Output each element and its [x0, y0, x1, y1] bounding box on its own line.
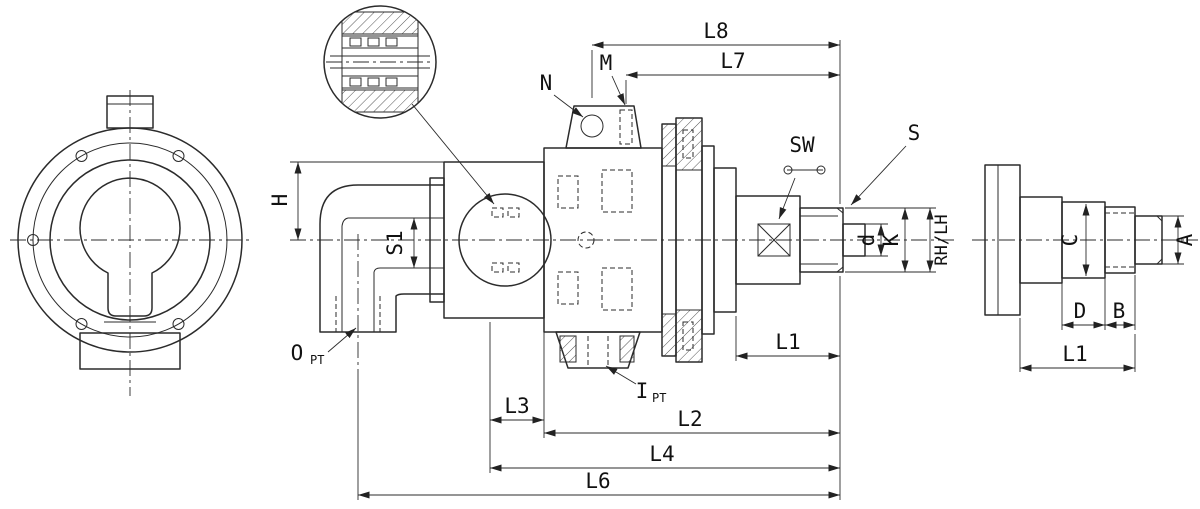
bolt-holes — [27, 150, 185, 330]
callout-O-PT: O PT — [291, 327, 357, 367]
label-L2: L2 — [677, 407, 702, 431]
label-SW: SW — [789, 133, 815, 157]
label-K: K — [879, 233, 903, 246]
label-S1: S1 — [383, 230, 407, 255]
label-L4: L4 — [649, 442, 674, 466]
label-A: A — [1173, 233, 1197, 246]
label-L6: L6 — [585, 469, 610, 493]
shaft-tip — [842, 223, 866, 257]
wrench-icon — [783, 165, 826, 175]
callout-M: M — [600, 51, 626, 106]
label-L1: L1 — [775, 330, 800, 354]
dimension-L1-main: L1 — [735, 316, 840, 361]
dimension-H: H — [268, 161, 450, 240]
label-L3: L3 — [504, 394, 529, 418]
top-lug — [106, 95, 154, 129]
dimension-RH-LH: RH/LH — [926, 208, 952, 272]
dimension-d: d — [855, 223, 888, 257]
label-O: O — [291, 341, 304, 365]
dimension-A: A — [1162, 215, 1197, 265]
dimension-K: K — [845, 207, 936, 273]
callout-SW: SW — [778, 133, 815, 220]
detail-leader — [411, 103, 495, 205]
shaft — [735, 165, 866, 285]
keyhole-bore — [79, 177, 181, 317]
label-B: B — [1113, 299, 1126, 323]
flange-stack — [661, 117, 737, 363]
rotor-shaft-A — [1134, 215, 1163, 265]
keyway-symbol — [757, 223, 791, 257]
label-C: C — [1058, 234, 1082, 247]
tapped-hole-M — [619, 109, 633, 145]
label-L8: L8 — [703, 19, 728, 43]
callout-S: S — [850, 121, 921, 206]
main-section-view: L8 L7 M N SW S H S1 — [268, 19, 958, 500]
label-d: d — [855, 234, 879, 247]
seal-chamber-circle — [458, 193, 552, 287]
dimension-C: C — [1058, 204, 1090, 276]
dimension-S1: S1 — [383, 218, 418, 268]
top-boss — [565, 105, 642, 149]
front-view — [10, 90, 252, 396]
side-view: C A D B L1 — [972, 164, 1198, 372]
dimension-L4: L4 — [490, 442, 840, 472]
callout-N: N — [540, 71, 584, 118]
housing-bore-circle — [49, 159, 211, 321]
seal-detail-content — [326, 11, 434, 113]
label-RH-LH: RH/LH — [932, 214, 952, 265]
dimension-L6: L6 — [357, 372, 840, 500]
dimension-L8: L8 — [591, 19, 841, 204]
label-L7: L7 — [720, 49, 745, 73]
callout-I-PT: I PT — [605, 365, 666, 405]
label-I-sub: PT — [652, 391, 666, 405]
dimension-B: B — [1105, 275, 1136, 330]
label-H: H — [268, 194, 292, 207]
dimension-D: D — [1061, 275, 1106, 330]
dimension-L3: L3 — [489, 322, 544, 473]
dimension-L1-side: L1 — [1019, 318, 1136, 372]
elbow-inlet — [319, 177, 445, 372]
seal-detail-bubble — [323, 5, 495, 205]
hole-N — [580, 114, 604, 138]
central-body — [543, 105, 663, 369]
bolt-circle — [32, 142, 228, 338]
dimension-L7: L7 — [625, 49, 840, 104]
label-O-sub: PT — [310, 353, 324, 367]
dimension-L2: L2 — [543, 322, 840, 438]
label-D: D — [1074, 299, 1087, 323]
label-M: M — [600, 51, 613, 75]
label-S: S — [908, 121, 921, 145]
label-L1-side: L1 — [1062, 342, 1087, 366]
bottom-foot — [79, 332, 181, 370]
label-I: I — [636, 379, 649, 403]
label-N: N — [540, 71, 553, 95]
